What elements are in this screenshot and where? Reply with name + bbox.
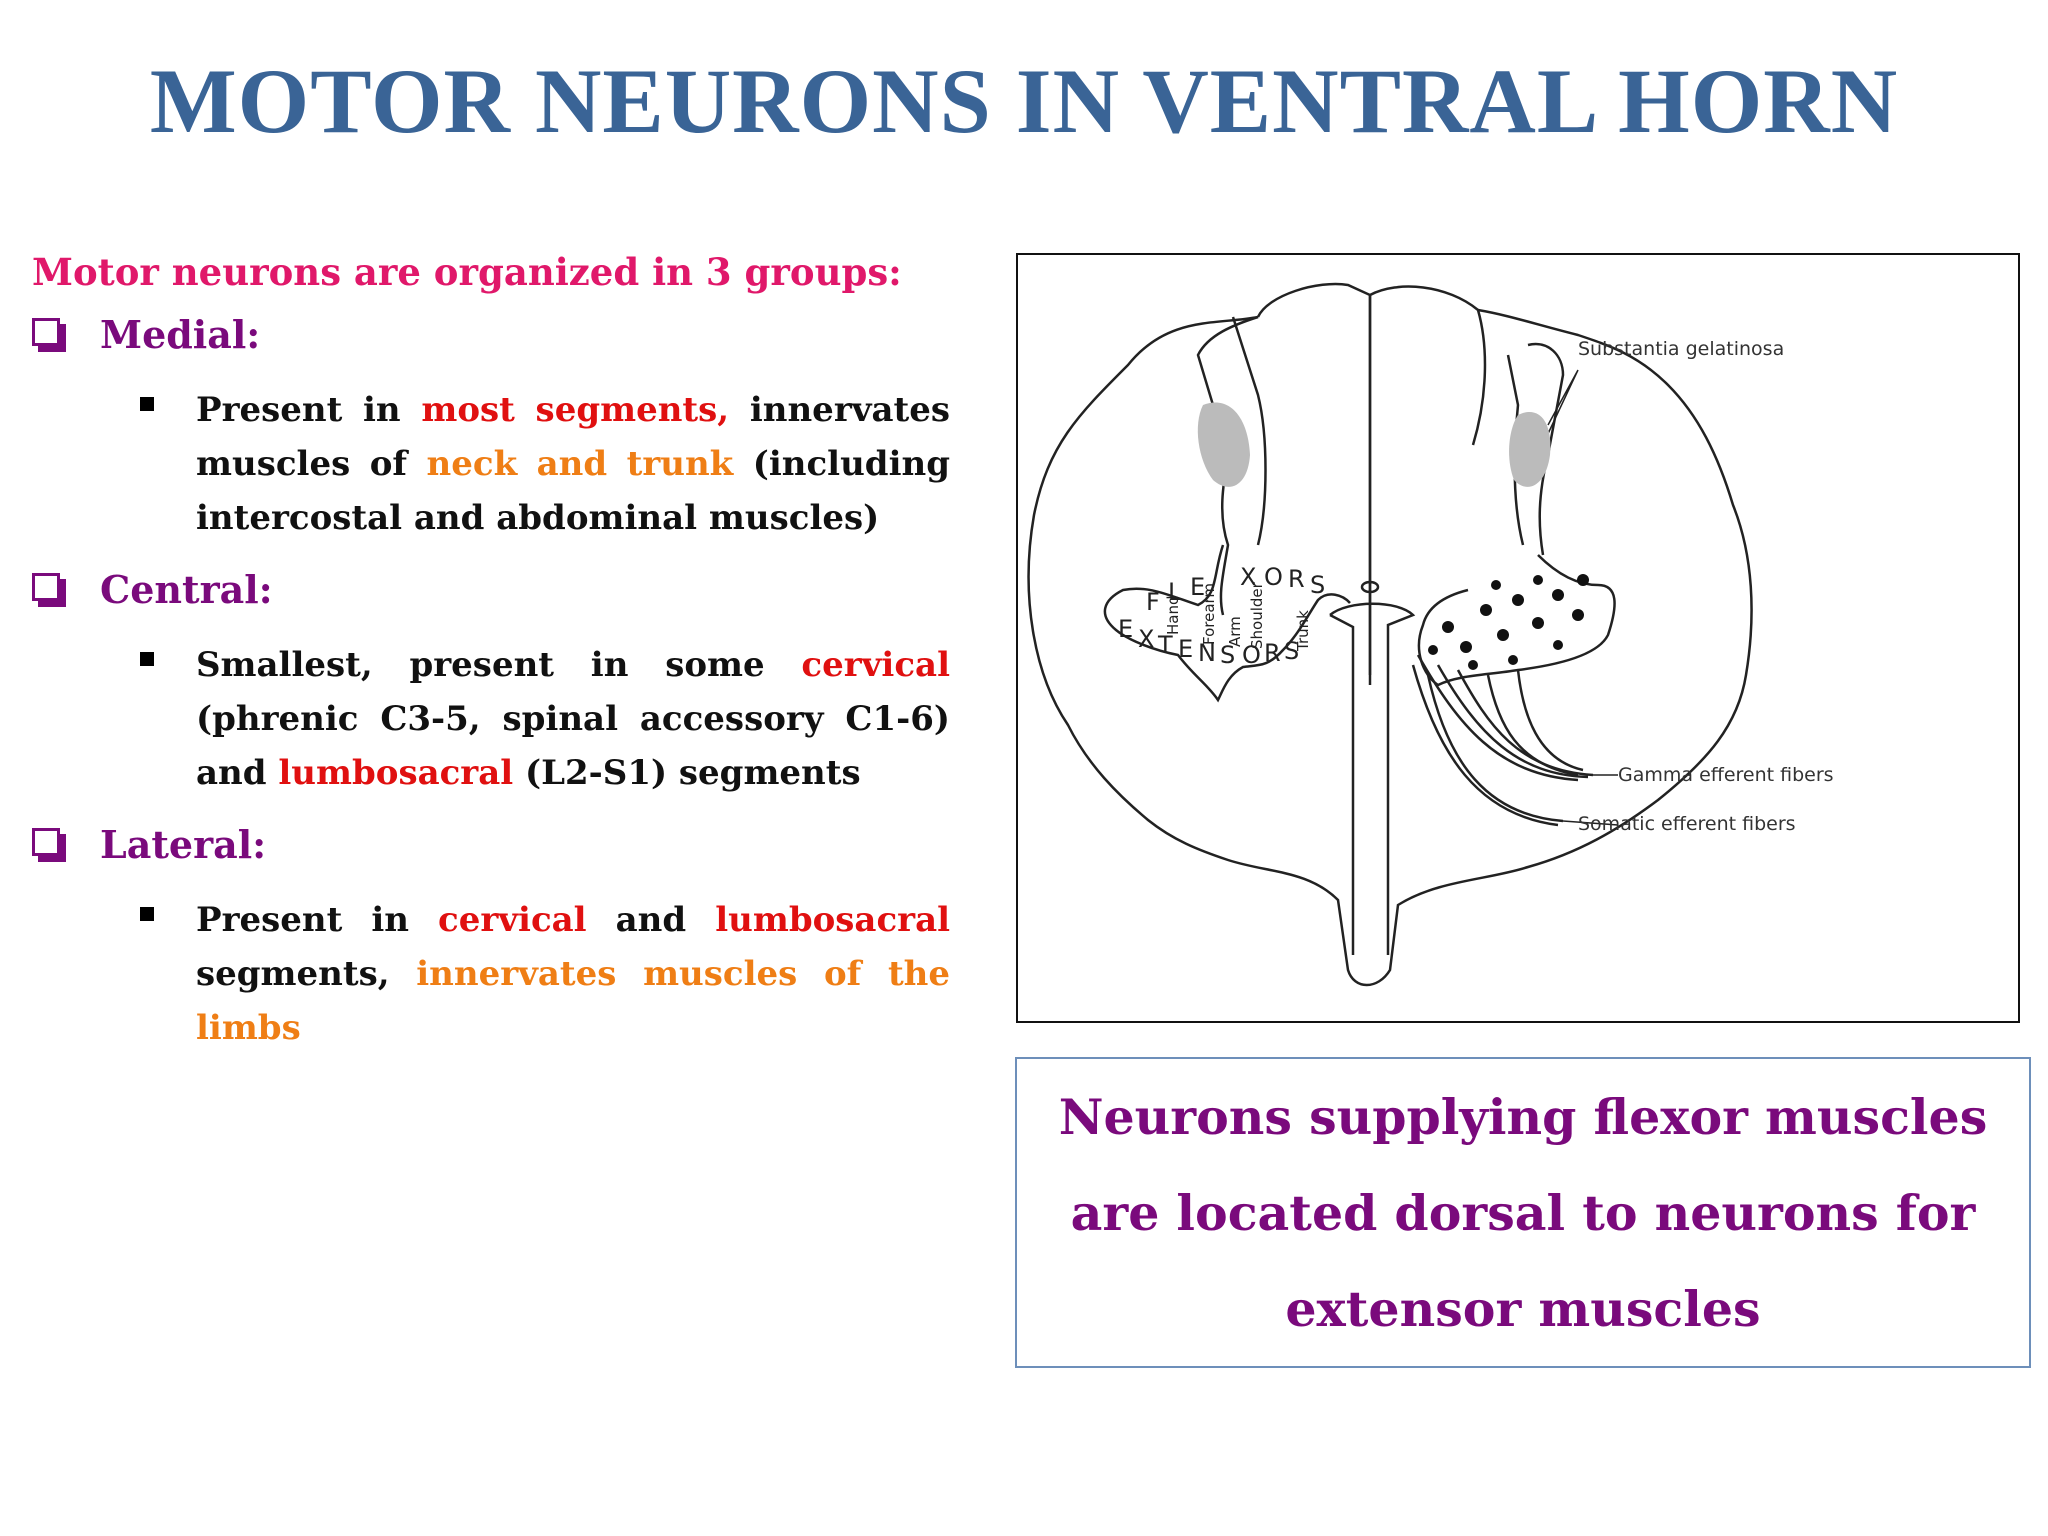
dorsal-column-right — [1369, 285, 1487, 446]
flexors-letter: X — [1240, 563, 1256, 591]
bullet-text-segment: neck and trunk — [426, 444, 734, 484]
extensors-letter: E — [1178, 635, 1193, 663]
square-bullet-icon — [140, 397, 154, 411]
bullet-text-segment: and — [586, 900, 716, 940]
flexors-letter: S — [1310, 571, 1325, 599]
bullet-text-segment: Smallest, present in some — [196, 645, 802, 685]
extensors-letter: S — [1284, 637, 1299, 665]
bullet-text-segment: (L2-S1) segments — [513, 753, 861, 793]
dorsal-column-left — [1256, 282, 1372, 685]
anterior-median-fissure — [1329, 602, 1416, 955]
group-label: Lateral: — [100, 822, 267, 867]
hand-label: Hand — [1164, 596, 1182, 636]
checkbox-bullet-icon — [32, 572, 66, 607]
bullet-text-segment: cervical — [801, 645, 950, 685]
body-part-labels: Hand Forearm Arm Shoulder Trunk — [1164, 581, 1312, 652]
intro-text: Motor neurons are organized in 3 groups: — [32, 250, 902, 294]
gamma-efferent-fibers — [1416, 654, 1594, 782]
bullet-item: Present in most segments, innervates mus… — [140, 383, 952, 545]
flexors-letter: E — [1190, 573, 1205, 601]
group-label: Central: — [100, 567, 273, 612]
note-text: Neurons supplying flexor muscles are loc… — [1058, 1087, 1988, 1338]
note-box: Neurons supplying flexor muscles are loc… — [1015, 1057, 2031, 1368]
bullet-text-segment: Present in — [196, 900, 439, 940]
bullet-text-segment: innervates muscles of the limbs — [196, 954, 950, 1048]
flexors-letter: F — [1146, 588, 1160, 616]
substantia-gelatinosa-stipple — [1197, 402, 1551, 487]
flexors-letter: L — [1168, 578, 1182, 606]
somatic-efferent-fibers — [1411, 664, 1564, 827]
bullet-text-segment: (including intercostal and abdominal mus… — [196, 444, 950, 538]
ventral-horn-left — [1103, 544, 1351, 703]
bullet-text-segment: lumbosacral — [278, 753, 514, 793]
ventral-root-fibers — [1486, 669, 1584, 777]
flexors-letter: O — [1264, 563, 1283, 591]
bullet-text: Present in cervical and lumbosacral segm… — [196, 893, 950, 1055]
arm-label: Arm — [1226, 616, 1244, 647]
extensors-letter: T — [1157, 631, 1173, 659]
flexors-letter: R — [1288, 565, 1305, 593]
substantia-gelatinosa-label: Substantia gelatinosa — [1578, 338, 1784, 360]
bullet-text-segment: (phrenic C3-5, spinal accessory C1-6) an… — [196, 699, 950, 793]
bullet-text: Present in most segments, innervates mus… — [196, 383, 950, 545]
shoulder-label: Shoulder — [1248, 581, 1266, 649]
group-central: Central: — [32, 567, 952, 612]
somatic-efferent-label: Somatic efferent fibers — [1578, 813, 1796, 835]
extensors-lettering: E X T E N S O R S — [1118, 615, 1299, 669]
bullet-text-segment: most segments, — [421, 390, 730, 430]
checkbox-bullet-icon — [32, 317, 66, 352]
extensors-letter: N — [1198, 639, 1216, 667]
extensors-letter: R — [1264, 639, 1281, 667]
extensors-letter: E — [1118, 615, 1133, 643]
spinal-cord-diagram: Substantia gelatinosa Gamma efferent fib… — [1027, 282, 1834, 987]
spinal-cord-figure: Substantia gelatinosa Gamma efferent fib… — [1016, 253, 2020, 1023]
cord-outline — [1027, 308, 1753, 987]
somatic-pointer — [1562, 820, 1619, 826]
motor-neuron-dots — [1428, 574, 1589, 670]
group-label: Medial: — [100, 312, 261, 357]
bullet-text: Smallest, present in some cervical (phre… — [196, 638, 950, 800]
trunk-label: Trunk — [1294, 610, 1312, 652]
checkbox-bullet-icon — [32, 827, 66, 862]
square-bullet-icon — [140, 907, 154, 921]
dorsal-horn-left — [1196, 315, 1259, 616]
forearm-label: Forearm — [1200, 583, 1218, 645]
group-medial: Medial: — [32, 312, 952, 357]
ventral-horn-right — [1417, 554, 1616, 687]
bullet-text-segment: Present in — [196, 390, 422, 430]
page-title: MOTOR NEURONS IN VENTRAL HORN — [149, 50, 1899, 152]
bullet-text-segment: segments, — [196, 954, 417, 994]
flexors-lettering: F L E X O R S — [1146, 563, 1325, 616]
central-canal — [1360, 580, 1380, 594]
content-column: Motor neurons are organized in 3 groups:… — [32, 250, 952, 1077]
bullet-text-segment: lumbosacral — [715, 900, 951, 940]
extensors-letter: O — [1242, 641, 1261, 669]
square-bullet-icon — [140, 652, 154, 666]
extensors-letter: S — [1220, 641, 1235, 669]
bullet-text-segment: cervical — [438, 900, 587, 940]
bullet-item: Present in cervical and lumbosacral segm… — [140, 893, 952, 1055]
group-lateral: Lateral: — [32, 822, 952, 867]
gamma-efferent-label: Gamma efferent fibers — [1618, 764, 1834, 786]
extensors-letter: X — [1138, 625, 1154, 653]
bullet-text-segment: innervates muscles of — [196, 390, 950, 484]
bullet-item: Smallest, present in some cervical (phre… — [140, 638, 952, 800]
